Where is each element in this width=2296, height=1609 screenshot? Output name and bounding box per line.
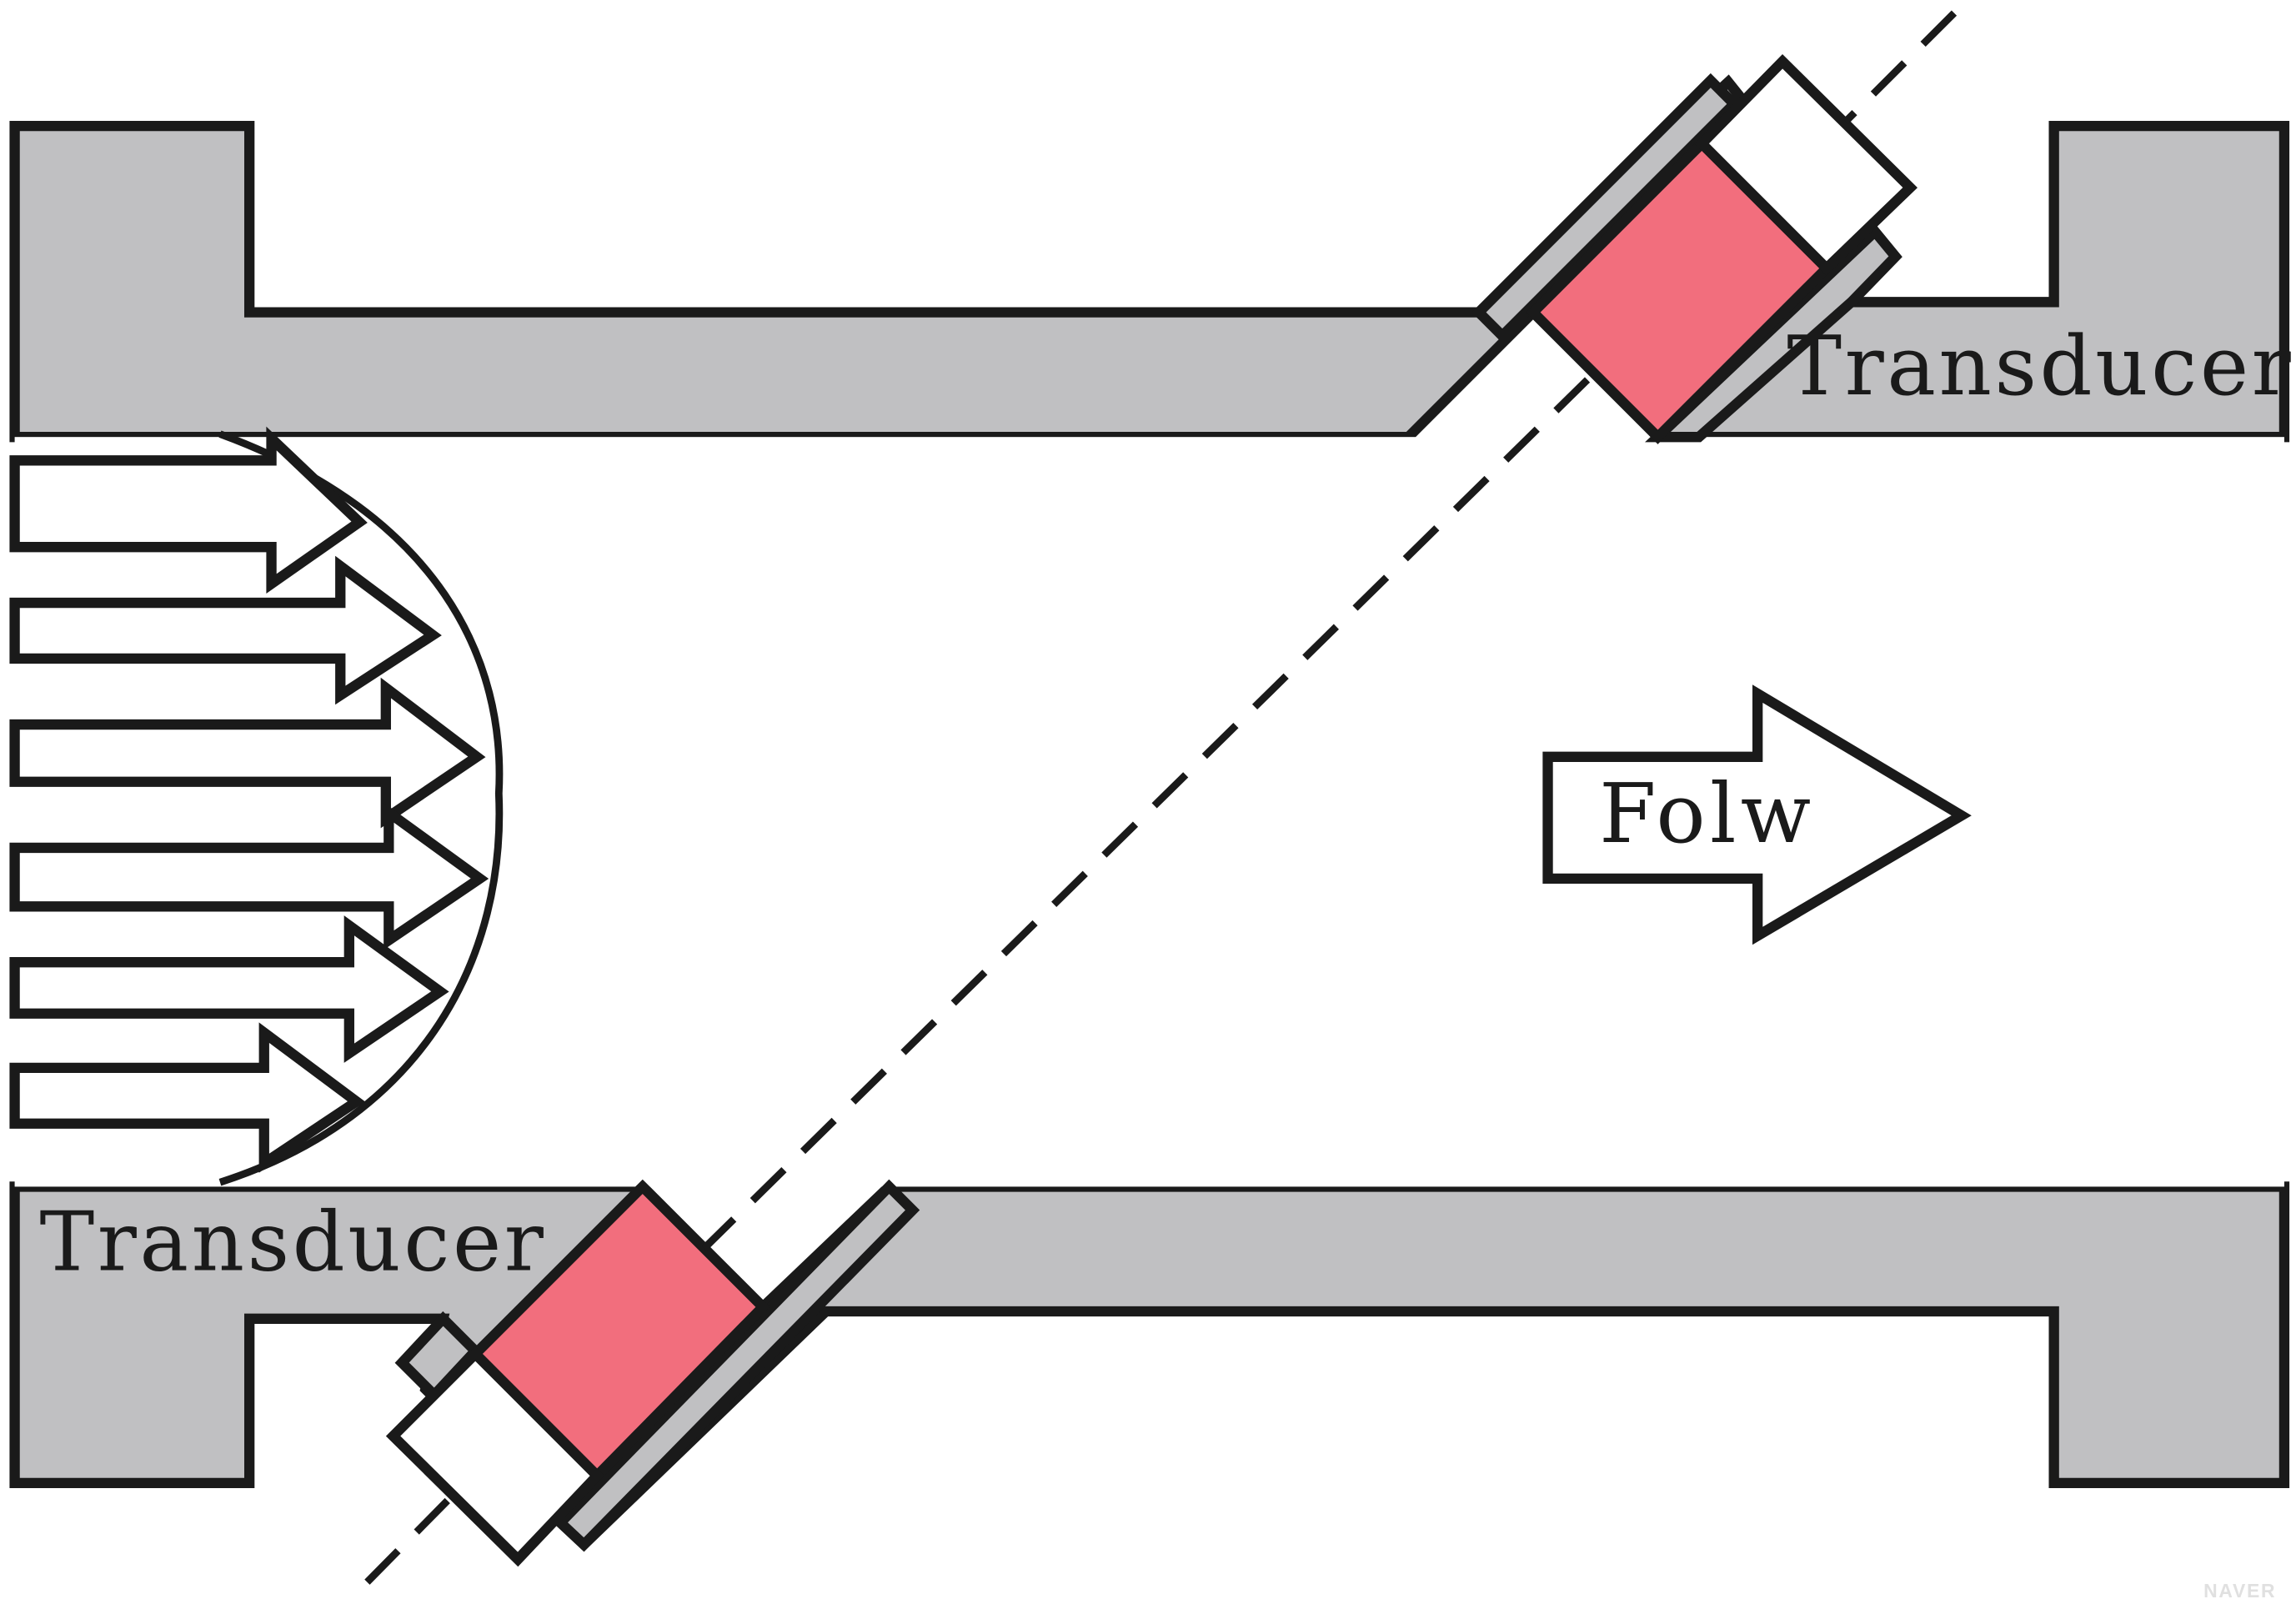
profile-arrow	[9, 1022, 366, 1173]
profile-arrow	[9, 555, 442, 705]
signal-path-lower	[346, 1497, 450, 1603]
bottom-mounting-plate	[553, 1179, 920, 1552]
bottom-transducer-housing	[385, 1346, 604, 1567]
profile-arrow	[9, 426, 368, 594]
profile-arrow	[9, 802, 489, 950]
signal-path-upper	[1842, 10, 1958, 124]
naver-watermark: NAVER	[2203, 1580, 2276, 1601]
velocity-profile-arrows	[9, 426, 489, 1173]
velocity-profile-curve	[218, 430, 504, 1186]
profile-arrow	[9, 915, 449, 1063]
bottom-transducer-label: Transducer	[40, 1195, 547, 1291]
top-mounting-plate-right	[1645, 223, 1902, 443]
flow-label: Folw	[1599, 767, 1815, 862]
profile-arrow	[9, 677, 486, 829]
top-transducer-label: Transducer	[1787, 319, 2293, 414]
top-transducer-housing	[1694, 53, 1918, 276]
flow-arrow-icon	[1542, 684, 1972, 945]
